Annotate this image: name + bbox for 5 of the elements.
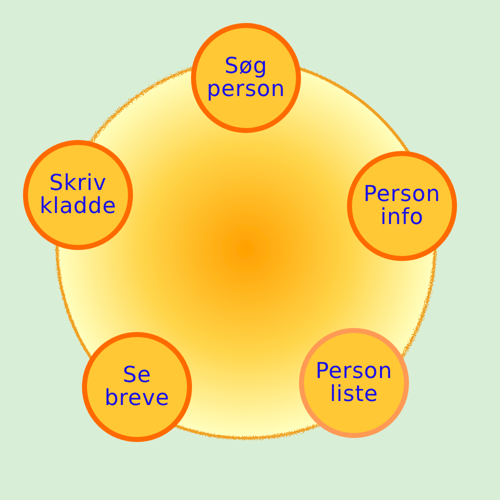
node-label: Søg person: [206, 55, 286, 101]
node-label: Se breve: [103, 364, 171, 410]
node-label: Person info: [362, 183, 442, 229]
node-label: Person liste: [314, 360, 394, 406]
node-label: Skriv kladde: [38, 172, 118, 218]
